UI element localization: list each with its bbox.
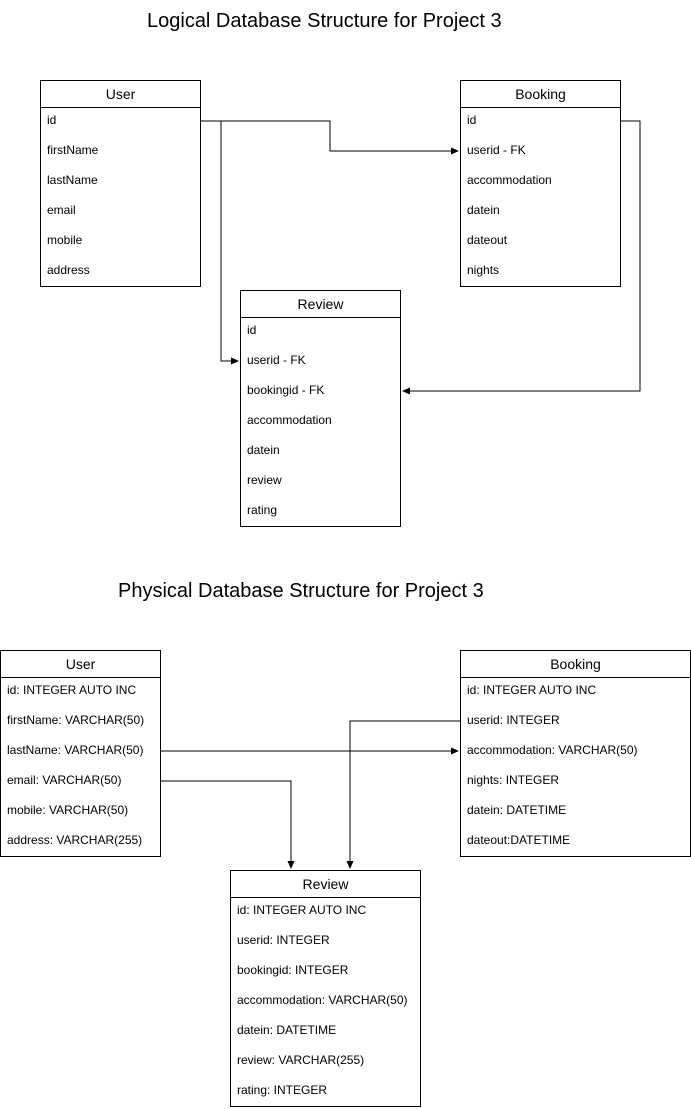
entity-field: datein: [467, 203, 500, 217]
physical-booking-entity[interactable]: Booking id: INTEGER AUTO INC userid: INT…: [460, 650, 691, 857]
entity-field: accommodation: VARCHAR(50): [467, 743, 638, 757]
entity-field: userid - FK: [467, 143, 526, 157]
entity-field: review: [247, 473, 282, 487]
entity-field: accommodation: [467, 173, 552, 187]
physical-review-entity[interactable]: Review id: INTEGER AUTO INC userid: INTE…: [230, 870, 421, 1107]
entity-field: mobile: [47, 233, 83, 247]
connector-user-review-logical: [201, 120, 239, 365]
entity-field: userid: INTEGER: [237, 933, 330, 947]
entity-header: Review: [231, 871, 420, 898]
entity-field: id: [467, 113, 477, 127]
entity-field: address: [47, 263, 90, 277]
entity-header: Review: [241, 291, 400, 318]
entity-field: dateout:DATETIME: [467, 833, 571, 847]
entity-field: id: INTEGER AUTO INC: [237, 903, 367, 917]
connector-booking-review-physical: [346, 720, 460, 869]
entity-field: id: [247, 323, 257, 337]
entity-field: address: VARCHAR(255): [7, 833, 143, 847]
connector-user-review-physical: [161, 780, 295, 869]
entity-field: nights: [467, 263, 500, 277]
logical-title: Logical Database Structure for Project 3: [147, 10, 502, 32]
entity-field: id: [47, 113, 57, 127]
entity-field: firstName: [47, 143, 99, 157]
entity-header: User: [41, 81, 200, 108]
entity-field: datein: DATETIME: [237, 1023, 337, 1037]
entity-field: review: VARCHAR(255): [237, 1053, 365, 1067]
logical-user-entity[interactable]: User id firstName lastName email mobile …: [40, 80, 201, 287]
entity-header: Booking: [461, 651, 690, 678]
entity-field: dateout: [467, 233, 508, 247]
entity-field: firstName: VARCHAR(50): [7, 713, 145, 727]
entity-field: lastName: [47, 173, 98, 187]
entity-field: mobile: VARCHAR(50): [7, 803, 129, 817]
entity-field: rating: [247, 503, 278, 517]
entity-field: userid: INTEGER: [467, 713, 560, 727]
connector-user-booking-logical: [201, 120, 459, 155]
entity-field: email: VARCHAR(50): [7, 773, 122, 787]
entity-header: Booking: [461, 81, 620, 108]
entity-field: userid - FK: [247, 353, 306, 367]
entity-field: nights: INTEGER: [467, 773, 560, 787]
entity-field: id: INTEGER AUTO INC: [467, 683, 597, 697]
entity-field: bookingid: INTEGER: [237, 963, 349, 977]
entity-field: rating: INTEGER: [237, 1083, 328, 1097]
entity-field: accommodation: [247, 413, 332, 427]
entity-field: datein: [247, 443, 280, 457]
entity-field: id: INTEGER AUTO INC: [7, 683, 137, 697]
entity-field: email: [47, 203, 76, 217]
entity-field: accommodation: VARCHAR(50): [237, 993, 408, 1007]
physical-title: Physical Database Structure for Project …: [118, 580, 484, 602]
logical-review-entity[interactable]: Review id userid - FK bookingid - FK acc…: [240, 290, 401, 527]
logical-booking-entity[interactable]: Booking id userid - FK accommodation dat…: [460, 80, 621, 287]
entity-field: lastName: VARCHAR(50): [7, 743, 144, 757]
entity-field: datein: DATETIME: [467, 803, 567, 817]
entity-field: bookingid - FK: [247, 383, 325, 397]
physical-user-entity[interactable]: User id: INTEGER AUTO INC firstName: VAR…: [0, 650, 161, 857]
entity-header: User: [1, 651, 160, 678]
